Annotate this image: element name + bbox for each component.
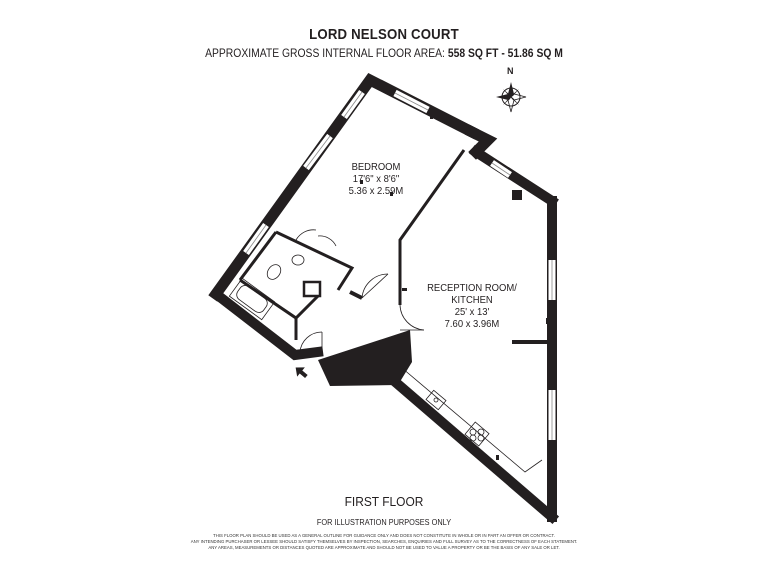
reception-name-line2: KITCHEN — [451, 294, 493, 306]
reception-metric: 7.60 x 3.96M — [444, 318, 500, 330]
bedroom-label: BEDROOM 17'6" x 8'6" 5.36 x 2.59M — [340, 161, 412, 197]
structural-column — [512, 190, 522, 200]
bathroom-fittings — [228, 254, 305, 321]
floor-area-sqm: 51.86 SQ M — [507, 48, 563, 60]
floor-area-sqft: 558 SQ FT — [447, 48, 499, 60]
kitchen-units — [401, 367, 543, 473]
bedroom-name: BEDROOM — [351, 161, 401, 173]
bedroom-imperial: 17'6" x 8'6" — [352, 173, 400, 185]
disclaimer-line-1: THIS FLOOR PLAN SHOULD BE USED AS A GENE… — [213, 533, 555, 538]
plan-title: LORD NELSON COURT — [309, 26, 459, 43]
doors — [295, 229, 425, 353]
disclaimer-line-2: ANY INTENDING PURCHASER OR LESSEE SHOULD… — [190, 539, 578, 544]
radiator-marks — [360, 114, 549, 460]
compass-north-label: N — [507, 66, 514, 76]
reception-name-line1: RECEPTION ROOM/ — [427, 282, 517, 294]
compass-rose-icon — [496, 82, 527, 113]
floor-area-line: APPROXIMATE GROSS INTERNAL FLOOR AREA: 5… — [38, 48, 729, 60]
bedroom-metric: 5.36 x 2.59M — [348, 185, 404, 197]
reception-imperial: 25' x 13' — [454, 306, 490, 318]
disclaimer-line-3: ANY AREAS, MEASUREMENTS OR DISTANCES QUO… — [208, 545, 560, 550]
reception-label: RECEPTION ROOM/ KITCHEN 25' x 13' 7.60 x… — [425, 282, 519, 330]
floor-name: FIRST FLOOR — [344, 494, 424, 509]
internal-walls — [238, 149, 548, 344]
outer-walls — [208, 72, 560, 525]
floor-area-separator: - — [501, 48, 505, 60]
illustration-note: FOR ILLUSTRATION PURPOSES ONLY — [316, 518, 452, 527]
entrance-wall-wedge — [318, 330, 412, 386]
floor-area-label: APPROXIMATE GROSS INTERNAL FLOOR AREA: — [205, 48, 445, 60]
entrance-arrow-icon — [295, 367, 308, 379]
